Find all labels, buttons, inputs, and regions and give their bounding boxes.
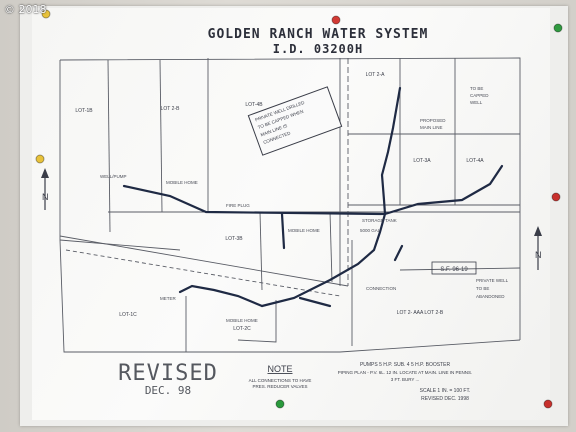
revised-title: REVISED bbox=[118, 361, 218, 386]
lot-label-2c: LOT-2C bbox=[233, 326, 251, 332]
small-annotations: WELL/PUMP MOBILE HOME MOBILE HOME STORAG… bbox=[100, 86, 509, 323]
pin-top-left bbox=[41, 9, 51, 19]
plastic-sleeve bbox=[20, 6, 568, 426]
note-line-1: ALL CONNECTIONS TO HAVE bbox=[249, 378, 312, 383]
lot-label-2-aaa: LOT 2- AAA LOT 2-B bbox=[397, 310, 444, 316]
lot-label-1b: LOT-1B bbox=[75, 108, 93, 114]
push-pins bbox=[35, 9, 563, 409]
pin-top-center bbox=[331, 15, 341, 25]
lot-label-3b: LOT-3B bbox=[225, 236, 243, 242]
svg-text:TO BE: TO BE bbox=[476, 286, 489, 291]
pin-bottom-right bbox=[543, 399, 553, 409]
water-pipe-lines bbox=[122, 86, 504, 308]
svg-text:PROPOSED: PROPOSED bbox=[420, 118, 446, 123]
note-line-2: PRES. REDUCER VALVES bbox=[252, 384, 307, 389]
svg-text:N: N bbox=[535, 250, 542, 260]
svg-text:CAPPED: CAPPED bbox=[470, 93, 489, 98]
revised-date: DEC. 98 bbox=[145, 384, 191, 397]
north-arrow-left: N bbox=[41, 168, 49, 210]
copyright-watermark: © 2018 bbox=[4, 3, 47, 16]
svg-text:METER: METER bbox=[160, 296, 177, 301]
scale-line-2: REVISED DEC. 1998 bbox=[421, 396, 469, 402]
lot-label-1c: LOT-1C bbox=[119, 312, 137, 318]
pin-bottom-center bbox=[275, 399, 285, 409]
pin-right-mid bbox=[551, 192, 561, 202]
pin-left-mid bbox=[35, 154, 45, 164]
svg-text:STORAGE TANK: STORAGE TANK bbox=[362, 218, 397, 223]
svg-text:MOBILE HOME: MOBILE HOME bbox=[166, 180, 198, 185]
svg-text:ABANDONED: ABANDONED bbox=[476, 294, 505, 299]
lot-label-4b: LOT-4B bbox=[245, 102, 263, 108]
permit-stamp-label: S.F. 96-19 bbox=[440, 267, 468, 273]
svg-text:MOBILE HOME: MOBILE HOME bbox=[288, 228, 320, 233]
svg-text:N: N bbox=[42, 192, 49, 202]
permit-note-box: PRIVATE WELL DRILLED TO BE CAPPED WHEN M… bbox=[247, 86, 343, 156]
svg-text:FIRE PLUG: FIRE PLUG bbox=[226, 203, 250, 208]
svg-text:5000 GAL: 5000 GAL bbox=[360, 228, 381, 233]
scale-line-1: SCALE 1 IN. = 100 FT. bbox=[420, 388, 471, 394]
svg-text:WELL: WELL bbox=[470, 100, 483, 105]
svg-text:MAIN LINE: MAIN LINE bbox=[420, 125, 443, 130]
lot-boundaries bbox=[59, 57, 521, 353]
svg-text:PRIVATE WELL: PRIVATE WELL bbox=[476, 278, 509, 283]
north-arrow-right: N bbox=[534, 226, 542, 270]
pin-top-right bbox=[553, 23, 563, 33]
lot-label-2b: LOT 2-B bbox=[161, 106, 180, 112]
permit-stamp bbox=[431, 261, 477, 275]
pumps-line-1: PUMPS 5 H.P. SUB. 4 5 H.P. BOOSTER bbox=[360, 362, 451, 368]
svg-text:MOBILE HOME: MOBILE HOME bbox=[226, 318, 258, 323]
map-id: I.D. 03200H bbox=[273, 42, 363, 56]
map-title: GOLDEN RANCH WATER SYSTEM bbox=[208, 27, 429, 42]
note-title: NOTE bbox=[267, 364, 292, 374]
pumps-line-3: 3 FT. BURY ... bbox=[391, 377, 420, 382]
lot-label-4a: LOT-4A bbox=[466, 158, 484, 164]
pumps-line-2: PIPING PLAN - P.V. 6L. 12 IN. LOCATE AT … bbox=[338, 370, 473, 375]
lot-label-2a: LOT 2-A bbox=[366, 72, 385, 78]
svg-text:TO BE: TO BE bbox=[470, 86, 483, 91]
lot-label-3a: LOT-3A bbox=[413, 158, 431, 164]
svg-text:WELL/PUMP: WELL/PUMP bbox=[100, 174, 127, 179]
svg-text:CONNECTION: CONNECTION bbox=[366, 286, 396, 291]
